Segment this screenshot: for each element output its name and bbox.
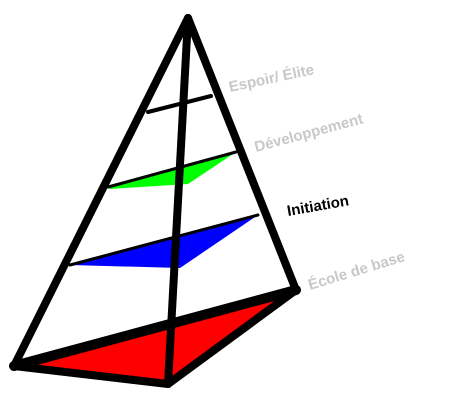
- pyramid-left-edge: [10, 14, 192, 370]
- band-ecole-de-base: [18, 292, 294, 384]
- pyramid-base-front-right: [164, 286, 300, 388]
- pyramid-outline: [9, 14, 301, 388]
- label-initiation: Initiation: [286, 192, 351, 220]
- division-line-3: [68, 213, 260, 267]
- label-developpement: Développement: [253, 111, 365, 156]
- label-espoir-elite: Espoir/ Élite: [227, 61, 315, 96]
- division-line-1: [146, 94, 213, 114]
- pyramid-base-front-left: [10, 362, 172, 388]
- label-ecole-de-base: École de base: [306, 248, 407, 294]
- division-line-2: [106, 150, 238, 189]
- pyramid-right-edge: [184, 14, 300, 294]
- pyramid-base-back: [9, 285, 301, 371]
